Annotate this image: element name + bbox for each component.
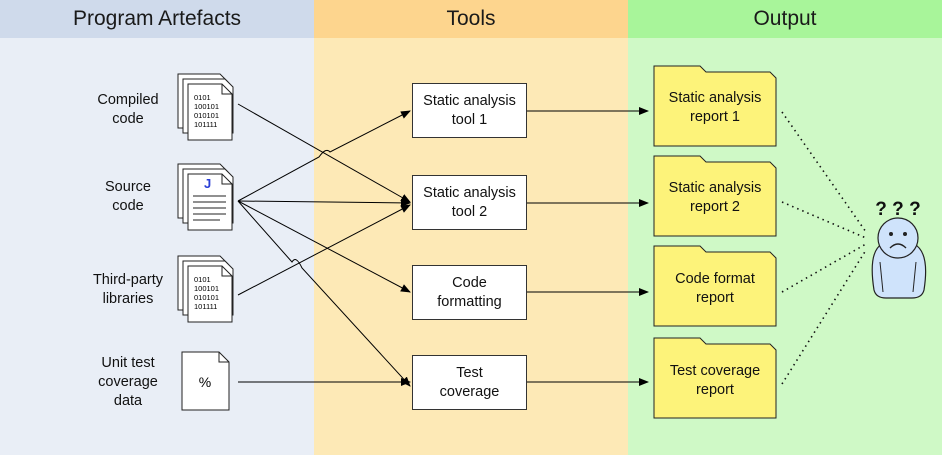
libraries-bin-4: 101111 xyxy=(194,302,217,311)
compiled-bin-3: 010101 xyxy=(194,111,219,120)
source-to-static1-arrow xyxy=(237,110,411,202)
report2-folder-icon xyxy=(653,155,777,237)
artefacts-header: Program Artefacts xyxy=(0,0,314,38)
source-to-static2-arrow xyxy=(237,198,411,207)
compiled-bin-1: 0101 xyxy=(194,93,211,102)
source-to-coverage-arrow xyxy=(237,200,411,387)
artefact-to-tool-connectors xyxy=(237,103,411,387)
report1-folder-icon xyxy=(653,65,777,147)
java-glyph: J xyxy=(204,176,211,191)
report-to-person-dotted-lines xyxy=(781,111,867,385)
coverage-report-folder-icon xyxy=(653,337,777,419)
format-report-folder-icon xyxy=(653,245,777,327)
libraries-to-static2-arrow xyxy=(237,204,411,296)
compiled-bin-2: 100101 xyxy=(194,102,219,111)
tool-to-output-connectors xyxy=(527,107,649,386)
libraries-bin-1: 0101 xyxy=(194,275,211,284)
percent-glyph: % xyxy=(199,374,211,390)
tools-header: Tools xyxy=(314,0,628,38)
question-marks: ? ? ? xyxy=(875,199,920,220)
confused-person-icon: ? ? ? xyxy=(871,199,927,299)
libraries-bin-3: 010101 xyxy=(194,293,219,302)
compiled-code-icon: 0101 100101 010101 101111 xyxy=(177,73,234,141)
coverage-data-icon: % xyxy=(181,351,230,411)
report-folders xyxy=(653,65,777,419)
compiled-to-static2-arrow xyxy=(237,103,411,203)
output-header: Output xyxy=(628,0,942,38)
libraries-bin-2: 100101 xyxy=(194,284,219,293)
source-to-format-arrow xyxy=(237,200,411,293)
compiled-bin-4: 101111 xyxy=(194,120,217,129)
source-code-icon: J xyxy=(177,163,234,231)
libraries-icon: 0101 100101 010101 101111 xyxy=(177,255,234,323)
